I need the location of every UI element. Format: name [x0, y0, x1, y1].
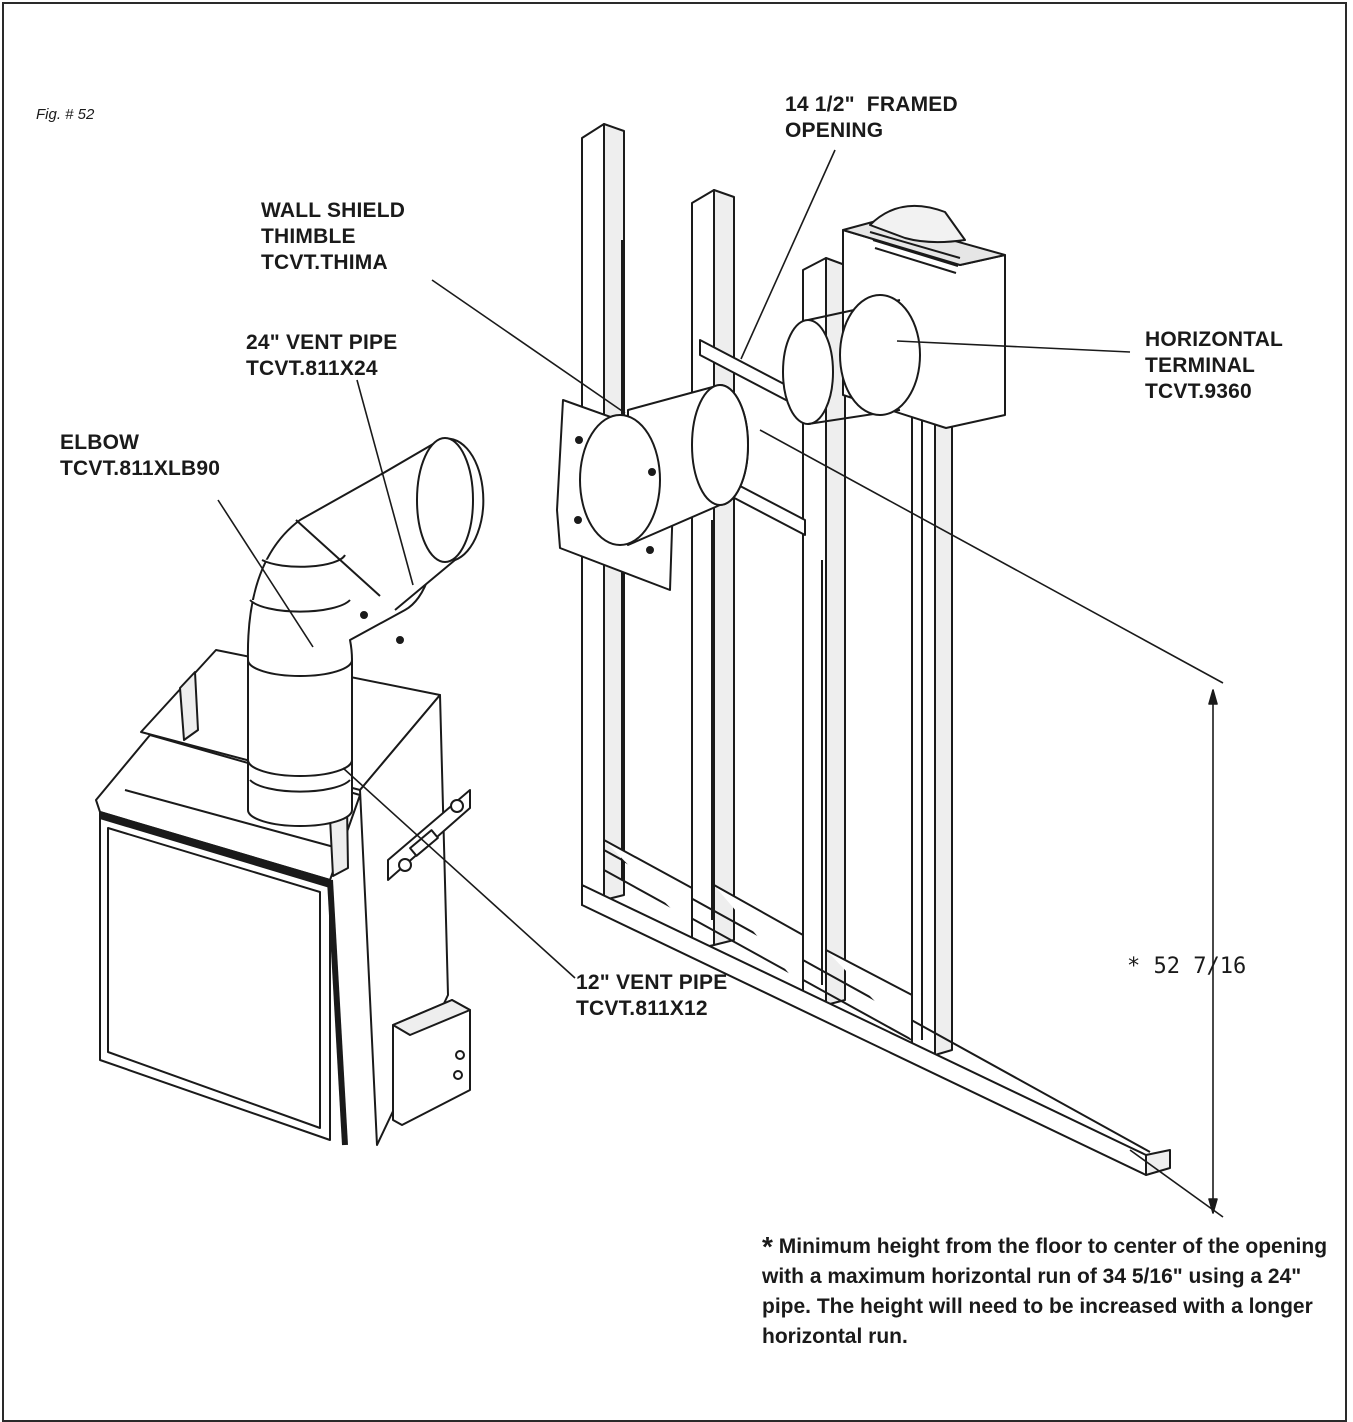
vent-assembly — [246, 437, 485, 827]
horizontal-terminal-line-3: TCVT.9360 — [1145, 380, 1252, 403]
elbow-line-1: ELBOW — [60, 431, 140, 454]
framed-opening-line-2: OPENING — [785, 119, 884, 142]
height-dimension-text: * 52 7/16 — [1127, 954, 1247, 979]
vent-pipe-24-label: 24" VENT PIPE TCVT.811X24 — [246, 330, 397, 382]
vent-pipe-24-line-1: 24" VENT PIPE — [246, 331, 398, 354]
leader-framed-opening — [740, 149, 836, 360]
vent-pipe-12-label: 12" VENT PIPE TCVT.811X12 — [576, 970, 727, 1022]
horizontal-terminal-line-2: TERMINAL — [1145, 354, 1256, 377]
horizontal-terminal — [782, 204, 1006, 429]
elbow-line-2: TCVT.811XLB90 — [60, 457, 221, 480]
leader-vent-pipe-12 — [342, 767, 576, 979]
figure-label: Fig. # 52 — [36, 106, 95, 123]
wall-shield-line-3: TCVT.THIMA — [261, 251, 388, 274]
footnote-text: Minimum height from the floor to center … — [762, 1235, 1328, 1348]
horizontal-terminal-label: HORIZONTAL TERMINAL TCVT.9360 — [1145, 327, 1283, 405]
vent-pipe-12-line-1: 12" VENT PIPE — [576, 971, 728, 994]
leader-wall-shield — [431, 279, 626, 414]
leader-elbow — [217, 499, 314, 648]
wall-shield-label: WALL SHIELD THIMBLE TCVT.THIMA — [261, 198, 405, 276]
wall-shield-thimble — [556, 384, 749, 591]
wall-shield-line-2: THIMBLE — [261, 225, 356, 248]
fireplace-unit — [95, 649, 471, 1146]
vent-pipe-24-line-2: TCVT.811X24 — [246, 357, 378, 380]
vent-pipe-12-line-2: TCVT.811X12 — [576, 997, 708, 1020]
leader-vent-pipe-24 — [356, 379, 414, 586]
framed-opening-label: 14 1/2" FRAMED OPENING — [785, 92, 958, 144]
horizontal-terminal-line-1: HORIZONTAL — [1145, 328, 1284, 351]
leader-horizontal-terminal — [896, 340, 1131, 353]
elbow-label: ELBOW TCVT.811XLB90 — [60, 430, 220, 482]
wall-shield-line-1: WALL SHIELD — [261, 199, 406, 222]
height-footnote: * Minimum height from the floor to cente… — [762, 1232, 1347, 1352]
footnote-asterisk: * — [762, 1231, 773, 1262]
leader-lines — [217, 149, 1131, 979]
height-dimension — [759, 429, 1224, 1218]
framed-opening-line-1: 14 1/2" FRAMED — [785, 93, 958, 116]
wall-framing — [581, 123, 1171, 1176]
